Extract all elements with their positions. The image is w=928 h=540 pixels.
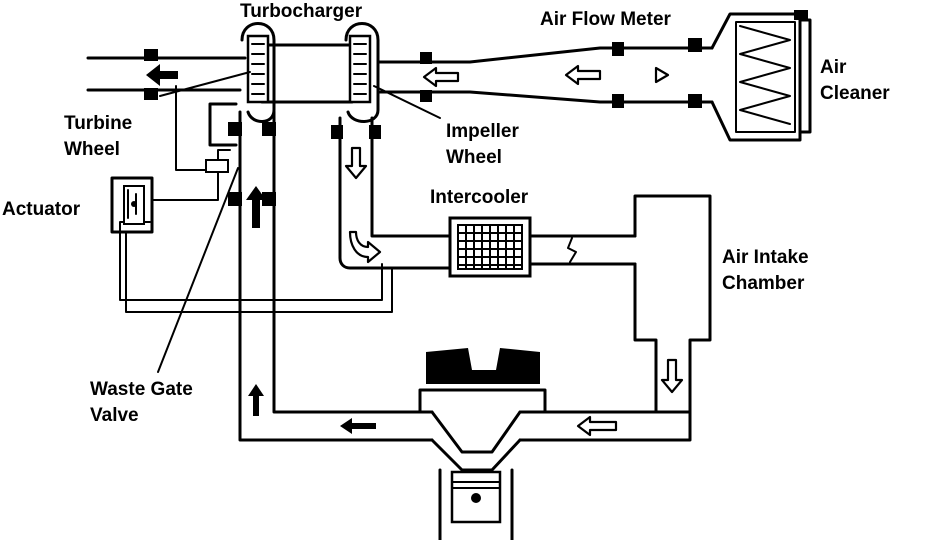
air-cleaner-label-line2: Cleaner	[820, 83, 890, 104]
air-cleaner-label-line1: Air	[820, 57, 847, 78]
waste-gate-valve-label-line2: Valve	[90, 405, 139, 426]
impeller-wheel-label-line1: Impeller	[446, 121, 519, 142]
turbine-wheel	[251, 43, 265, 95]
turbocharger-label: Turbocharger	[240, 1, 363, 22]
air-intake-chamber-label-line1: Air Intake	[722, 247, 809, 268]
intake-manifold	[518, 374, 692, 442]
intake-pipe-arrow-2	[564, 64, 602, 86]
intake-pipe	[376, 38, 714, 108]
intercooler	[448, 216, 532, 278]
chamber-down-arrow	[660, 358, 684, 394]
exhaust-up-arrow	[246, 186, 266, 228]
turbine-wheel-label-line1: Turbine	[64, 113, 133, 134]
air-flow-meter-label: Air Flow Meter	[540, 9, 671, 30]
turbocharger-housing	[240, 22, 380, 123]
exhaust-pipe	[228, 110, 434, 442]
compressor-outlet-arrow	[344, 146, 368, 180]
air-intake-chamber-label-line2: Chamber	[722, 273, 805, 294]
waste-gate-valve-label-line1: Waste Gate	[90, 379, 193, 400]
air-cleaner	[710, 10, 812, 142]
actuator	[110, 176, 154, 234]
impeller-wheel-label-line2: Wheel	[446, 147, 502, 168]
intake-pipe-arrow-1	[422, 66, 460, 88]
intake-manifold-arrow	[576, 415, 618, 437]
engine	[418, 348, 547, 540]
exhaust-out-arrow	[146, 64, 178, 86]
chamber-feed-pipe	[528, 234, 637, 266]
leader-lines	[157, 71, 441, 373]
exhaust-manifold-arrow	[340, 418, 376, 434]
intercooler-label: Intercooler	[430, 187, 529, 208]
turbine-wheel-label-line2: Wheel	[64, 139, 120, 160]
flow-arrows	[146, 64, 684, 437]
exhaust-outlet-pipe	[86, 49, 247, 100]
compressor-outlet-pipe	[331, 116, 452, 270]
impeller-wheel	[353, 43, 367, 95]
air-flow-meter-arrow	[654, 66, 670, 84]
exhaust-riser-arrow	[248, 384, 264, 416]
actuator-label: Actuator	[2, 199, 81, 220]
intercooler-inlet-arrow	[348, 230, 382, 264]
